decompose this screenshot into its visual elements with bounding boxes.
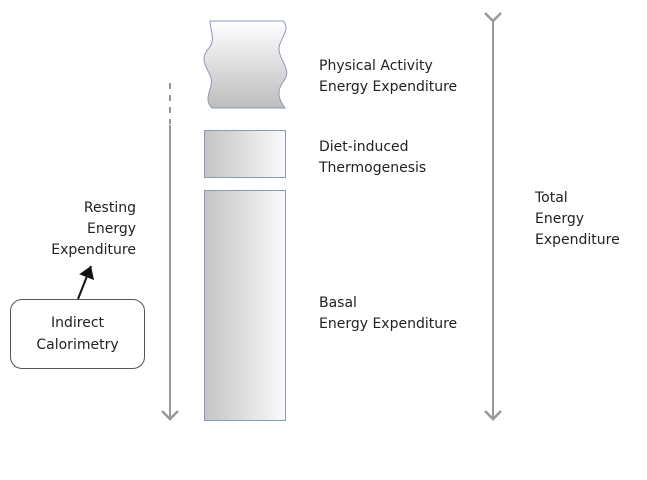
label-line: Energy Expenditure	[319, 79, 458, 95]
diet-induced-label: Diet-induced Thermogenesis	[319, 137, 426, 179]
label-line: Total	[535, 190, 568, 206]
basal-label: Basal Energy Expenditure	[319, 293, 457, 335]
label-line: Expenditure	[535, 232, 620, 248]
label-line: Thermogenesis	[319, 160, 427, 176]
label-line: Calorimetry	[36, 337, 119, 353]
indirect-calorimetry-box: Indirect Calorimetry	[10, 299, 145, 369]
calorimetry-arrow	[77, 265, 95, 300]
label-line: Energy	[86, 221, 136, 237]
basal-energy-bar	[204, 190, 286, 421]
label-line: Expenditure	[51, 242, 136, 258]
total-label: Total Energy Expenditure	[535, 188, 620, 251]
label-line: Resting	[83, 200, 136, 216]
physical-activity-label: Physical Activity Energy Expenditure	[319, 56, 457, 98]
label-line: Energy Expenditure	[319, 316, 458, 332]
label-line: Basal	[319, 295, 357, 311]
physical-activity-bar	[203, 20, 288, 109]
label-line: Physical Activity	[319, 58, 433, 74]
label-line: Indirect	[50, 315, 105, 331]
label-line: Diet-induced	[319, 139, 409, 155]
diet-induced-thermogenesis-bar	[204, 130, 286, 178]
label-line: Energy	[535, 211, 585, 227]
resting-label: Resting Energy Expenditure	[51, 198, 136, 261]
